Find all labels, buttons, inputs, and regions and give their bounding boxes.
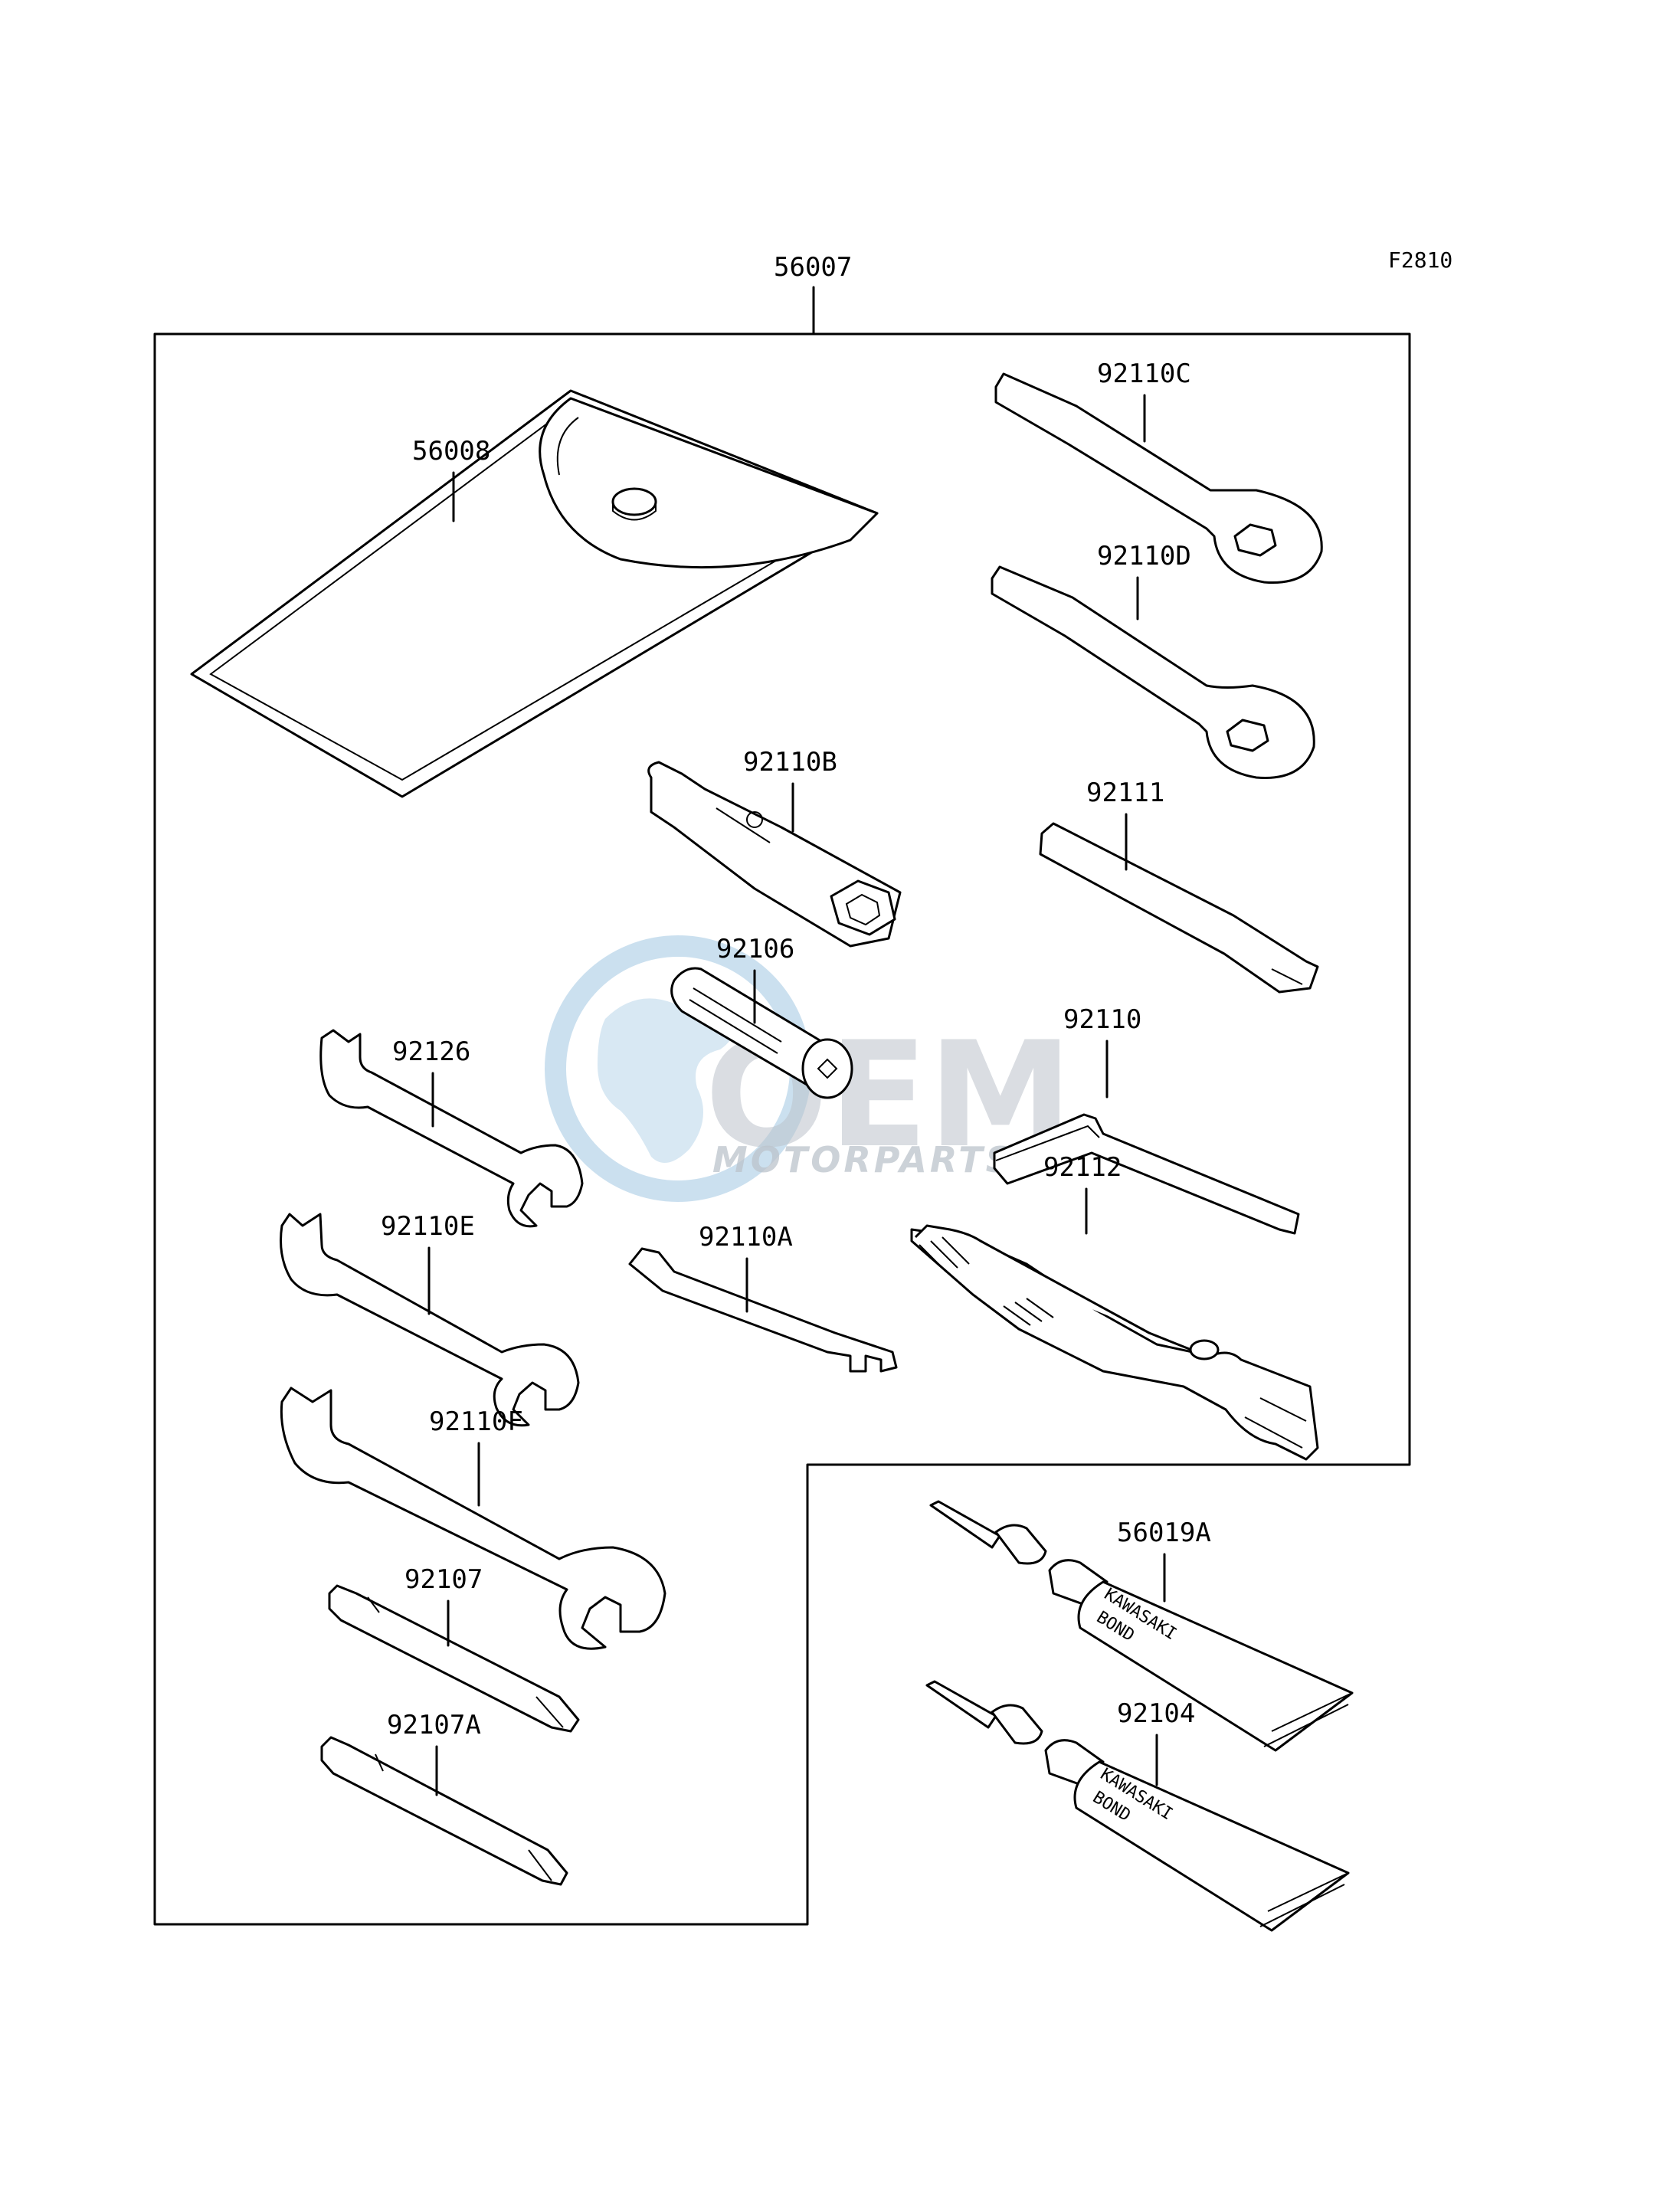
open-wrench-92110f [280, 1387, 666, 1650]
label-92110b: 92110B [743, 747, 837, 778]
label-56008: 56008 [412, 436, 490, 467]
label-56019a: 56019A [1117, 1518, 1211, 1548]
tool-pouch-56008 [190, 389, 879, 798]
flat-spanner-92110a [628, 1247, 898, 1373]
label-92126: 92126 [392, 1036, 470, 1067]
label-92110c: 92110C [1097, 359, 1191, 389]
socket-extension-92106 [670, 967, 853, 1099]
spark-plug-wrench-92110b [647, 761, 902, 948]
open-wrench-92110e [280, 1213, 580, 1427]
label-92107: 92107 [404, 1564, 483, 1595]
box-wrench-92110d [991, 565, 1315, 779]
pliers-92112 [910, 1224, 1319, 1461]
label-92110: 92110 [1063, 1004, 1141, 1035]
label-92111: 92111 [1086, 778, 1164, 808]
open-wrench-92126 [319, 1029, 584, 1228]
box-wrench-92110c [994, 372, 1323, 584]
label-92106: 92106 [716, 934, 794, 964]
screwdriver-bit-92107a [320, 1736, 568, 1886]
screwdriver-bit-92107 [328, 1584, 580, 1733]
label-92107a: 92107A [387, 1710, 481, 1740]
label-92110f: 92110F [429, 1406, 523, 1437]
label-92110e: 92110E [381, 1211, 475, 1242]
label-56007: 56007 [774, 252, 852, 283]
label-92110a: 92110A [699, 1222, 793, 1252]
kit-frame [153, 332, 1411, 1926]
figure-code: F2810 [1388, 247, 1452, 273]
hex-key-92110 [993, 1113, 1300, 1235]
wrench-handle-92111 [1039, 822, 1319, 994]
label-92112: 92112 [1043, 1152, 1122, 1183]
label-92104: 92104 [1117, 1698, 1195, 1729]
label-92110d: 92110D [1097, 541, 1191, 571]
watermark-subtext: MOTORPARTS [712, 1139, 1014, 1180]
watermark-continents [598, 998, 734, 1163]
